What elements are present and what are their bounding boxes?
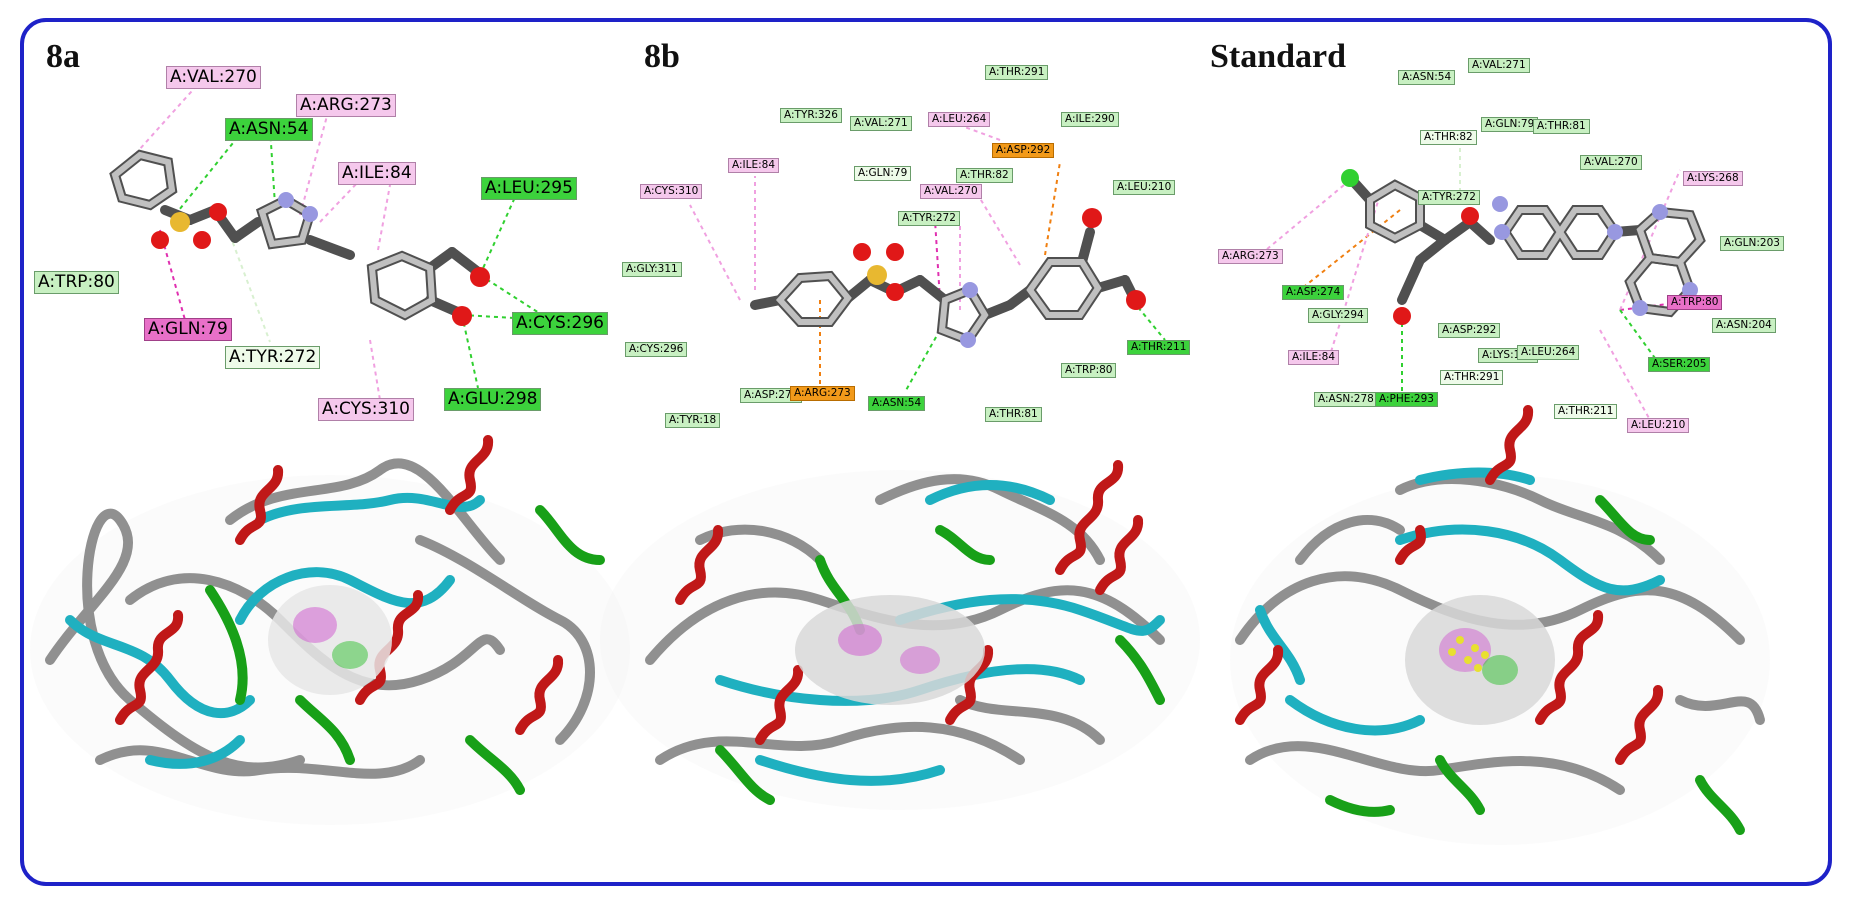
residue-label: A:PHE:293 bbox=[1375, 392, 1438, 408]
residue-label: A:CYS:310 bbox=[640, 184, 703, 200]
residue-label: A:SER:205 bbox=[1648, 357, 1711, 373]
residue-label: A:LEU:295 bbox=[481, 177, 577, 201]
residue-label: A:VAL:270 bbox=[920, 184, 982, 200]
residue-label: A:THR:211 bbox=[1554, 404, 1618, 420]
residue-label: A:THR:81 bbox=[1533, 119, 1590, 135]
residue-label: A:VAL:270 bbox=[166, 66, 261, 90]
residue-label: A:TRP:80 bbox=[1667, 295, 1723, 311]
residue-label: A:ARG:273 bbox=[1218, 249, 1283, 265]
residue-label: A:CYS:296 bbox=[625, 342, 688, 358]
panel-title-standard: Standard bbox=[1210, 38, 1347, 75]
residue-label: A:ARG:273 bbox=[296, 94, 396, 118]
residue-label: A:ARG:273 bbox=[790, 386, 855, 402]
residue-label: A:TYR:272 bbox=[1418, 190, 1480, 206]
panel-title-8b: 8b bbox=[644, 38, 680, 75]
residue-label: A:VAL:271 bbox=[850, 116, 912, 132]
figure-frame bbox=[20, 18, 1832, 886]
residue-label: A:ASP:292 bbox=[1438, 323, 1501, 339]
residue-label: A:TRP:80 bbox=[1061, 363, 1117, 379]
residue-label: A:ILE:290 bbox=[1061, 112, 1119, 128]
residue-label: A:LEU:210 bbox=[1627, 418, 1690, 434]
residue-label: A:THR:82 bbox=[956, 168, 1013, 184]
residue-label: A:GLN:79 bbox=[1481, 117, 1539, 133]
residue-label: A:CYS:296 bbox=[512, 312, 608, 336]
residue-label: A:VAL:271 bbox=[1468, 58, 1530, 74]
residue-label: A:TRP:80 bbox=[34, 271, 119, 295]
residue-label: A:VAL:270 bbox=[1580, 155, 1642, 171]
residue-label: A:ILE:84 bbox=[728, 158, 780, 174]
residue-label: A:CYS:310 bbox=[318, 398, 414, 422]
residue-label: A:GLY:294 bbox=[1308, 308, 1368, 324]
residue-label: A:TYR:18 bbox=[665, 413, 721, 429]
residue-label: A:ASN:54 bbox=[1398, 70, 1456, 86]
residue-label: A:THR:291 bbox=[1440, 370, 1504, 386]
residue-label: A:ILE:84 bbox=[1288, 350, 1340, 366]
residue-label: A:GLN:79 bbox=[854, 166, 912, 182]
residue-label: A:GLU:298 bbox=[444, 388, 542, 412]
residue-label: A:ASN:54 bbox=[225, 118, 313, 142]
residue-label: A:LYS:268 bbox=[1683, 171, 1743, 187]
residue-label: A:ASN:204 bbox=[1712, 318, 1776, 334]
residue-label: A:TYR:272 bbox=[225, 346, 321, 370]
residue-label: A:ASN:54 bbox=[868, 396, 926, 412]
panel-title-8a: 8a bbox=[46, 38, 80, 75]
residue-label: A:TYR:326 bbox=[780, 108, 842, 124]
residue-label: A:THR:82 bbox=[1420, 130, 1477, 146]
residue-label: A:ASN:278 bbox=[1314, 392, 1378, 408]
residue-label: A:LEU:264 bbox=[928, 112, 991, 128]
residue-label: A:ASP:274 bbox=[1282, 285, 1345, 301]
residue-label: A:GLN:203 bbox=[1720, 236, 1784, 252]
residue-label: A:LEU:210 bbox=[1113, 180, 1176, 196]
residue-label: A:ASP:292 bbox=[992, 143, 1055, 159]
residue-label: A:THR:291 bbox=[985, 65, 1049, 81]
residue-label: A:THR:81 bbox=[985, 407, 1042, 423]
residue-label: A:GLN:79 bbox=[144, 318, 232, 342]
residue-label: A:THR:211 bbox=[1127, 340, 1191, 356]
residue-label: A:TYR:272 bbox=[898, 211, 960, 227]
residue-label: A:ILE:84 bbox=[338, 162, 416, 186]
residue-label: A:LEU:264 bbox=[1517, 345, 1580, 361]
residue-label: A:GLY:311 bbox=[622, 262, 682, 278]
